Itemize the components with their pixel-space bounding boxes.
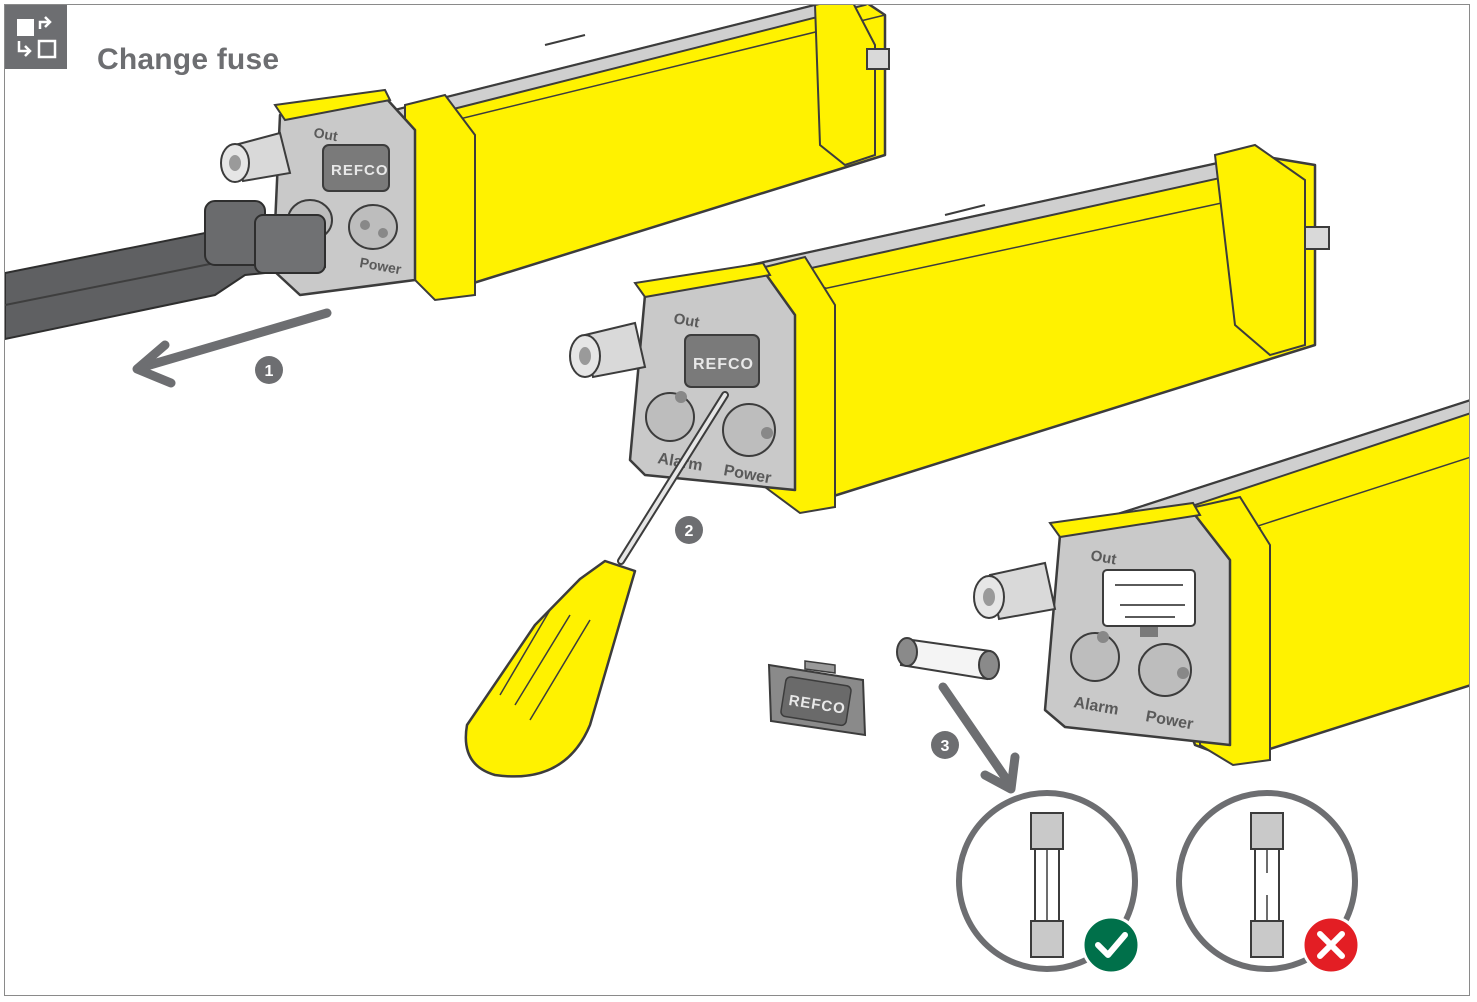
- fuse-change-illustration: Out Power REFCO 1: [5, 5, 1469, 975]
- step-3-badge: 3: [931, 731, 959, 759]
- device-1-brand: REFCO: [331, 162, 389, 179]
- instruction-frame: Change fuse: [4, 4, 1470, 996]
- device-2-brand: REFCO: [693, 356, 754, 373]
- device-3: Out Alarm Power: [973, 399, 1469, 767]
- result-ok-fuse: [956, 790, 1141, 975]
- device-1-power-label: Power: [358, 254, 403, 277]
- device-1-out-label: Out: [312, 124, 339, 144]
- result-broken-fuse: [1176, 790, 1361, 975]
- step-3-arrow: [938, 682, 1020, 794]
- step-2-number: 2: [685, 523, 694, 540]
- step-3-number: 3: [941, 738, 950, 755]
- step-1-arrow: [132, 308, 332, 388]
- step-2-badge: 2: [675, 516, 703, 544]
- cross-icon: [1301, 915, 1361, 975]
- step-1-number: 1: [265, 363, 274, 380]
- device-3-out-label: Out: [1089, 547, 1117, 568]
- power-cable: [5, 200, 326, 341]
- removed-fuse-cover: REFCO: [767, 660, 867, 737]
- layout-switch-button[interactable]: [5, 5, 67, 69]
- swap-layout-icon: [17, 16, 57, 59]
- check-icon: [1081, 915, 1141, 975]
- screwdriver: [464, 391, 729, 778]
- device-1: Out Power REFCO: [220, 5, 890, 302]
- device-2-out-label: Out: [672, 310, 700, 331]
- loose-fuse: [896, 637, 1000, 681]
- device-2: Out Alarm Power REFCO: [569, 143, 1330, 515]
- page-title: Change fuse: [97, 43, 280, 76]
- step-1-badge: 1: [255, 356, 283, 384]
